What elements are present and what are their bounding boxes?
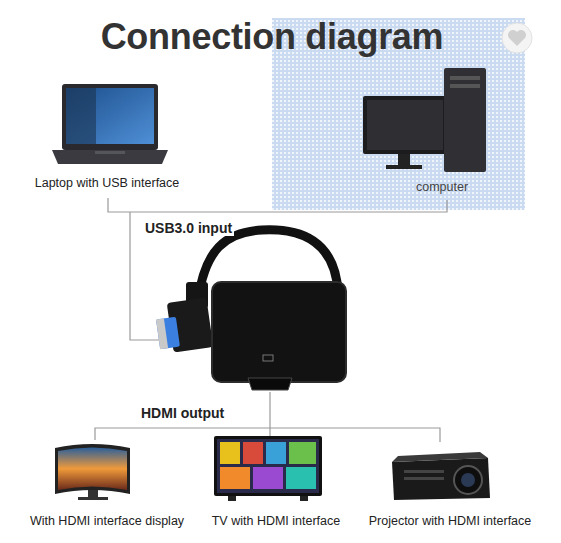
heart-icon: [502, 23, 532, 53]
computer-icon: [363, 68, 486, 172]
device-caption: Projector with HDMI interface: [369, 514, 532, 528]
device-caption-box: TV with HDMI interface: [210, 513, 343, 529]
device-caption-box: Projector with HDMI interface: [367, 513, 534, 529]
tv-icon: [214, 436, 322, 501]
diagram-title: Connection diagram: [101, 16, 444, 58]
display-icon: [55, 444, 130, 500]
device-caption-box: Laptop with USB interface: [33, 175, 182, 191]
usb-hdmi-adapter: [156, 230, 346, 390]
device-caption-box: computer: [414, 179, 470, 195]
device-caption: With HDMI interface display: [30, 514, 184, 528]
device-caption: TV with HDMI interface: [212, 514, 341, 528]
device-caption: computer: [416, 180, 468, 194]
device-caption: Laptop with USB interface: [35, 176, 180, 190]
laptop-icon: [52, 84, 168, 164]
hdmi-wires: [95, 392, 440, 442]
wire-label: USB3.0 input: [143, 220, 234, 236]
projector-icon: [392, 452, 490, 500]
wire-label: HDMI output: [139, 405, 226, 421]
device-caption-box: With HDMI interface display: [28, 513, 186, 529]
